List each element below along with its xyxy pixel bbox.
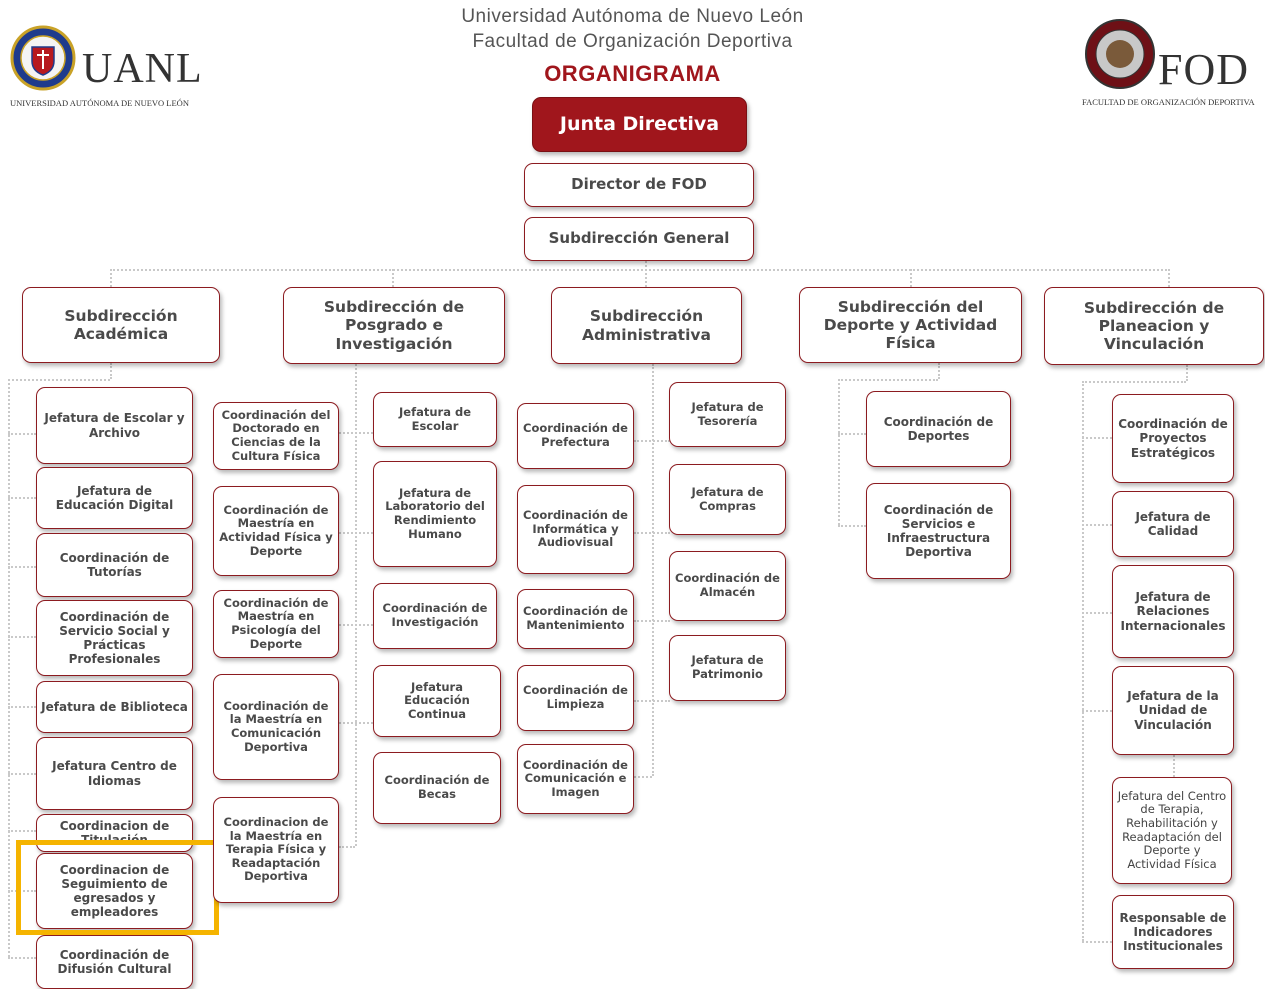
unit-box[interactable]: Jefatura de Compras [669,464,786,535]
junta-directiva-box[interactable]: Junta Directiva [532,97,747,152]
connector [339,846,355,848]
connector [1082,710,1112,712]
fod-caption: FACULTAD DE ORGANIZACIÓN DEPORTIVA [1082,97,1255,107]
connector [634,532,670,534]
seguimiento-egresados-box[interactable]: Coordinacion de Seguimiento de egresados… [36,853,193,929]
unit-box[interactable]: Jefatura de Patrimonio [669,635,786,701]
connector [645,261,647,291]
director-box[interactable]: Director de FOD [524,163,754,207]
connector [634,776,652,778]
unit-box[interactable]: Coordinación de Servicio Social y Prácti… [36,600,193,676]
connector [1082,381,1084,941]
unit-box[interactable]: Coordinación de Almacén [669,551,786,621]
connector [838,379,938,381]
connector [1082,941,1112,943]
connector [110,269,1170,271]
connector [8,890,36,892]
university-name: Universidad Autónoma de Nuevo León [461,6,804,27]
unit-box[interactable]: Responsable de Indicadores Institucional… [1112,895,1234,969]
connector [110,363,112,379]
unit-box[interactable]: Coordinacion de la Maestría en Terapia F… [213,797,339,903]
connector [339,532,373,534]
connector [8,706,36,708]
connector [634,440,670,442]
unit-box[interactable]: Jefatura de Laboratorio del Rendimiento … [373,461,497,567]
unit-box[interactable]: Jefatura de Tesorería [669,382,786,447]
connector [8,830,36,832]
uanl-caption: UNIVERSIDAD AUTÓNOMA DE NUEVO LEÓN [10,98,189,108]
unit-box[interactable]: Coordinación de Servicios e Infraestruct… [866,483,1011,579]
unit-box[interactable]: Coordinación de Limpieza [517,665,634,731]
subdireccion-administrativa-box[interactable]: Subdirección Administrativa [551,287,742,364]
subdireccion-deporte-box[interactable]: Subdirección del Deporte y Actividad Fís… [799,287,1022,363]
connector [8,636,36,638]
uanl-logo: UANL UNIVERSIDAD AUTÓNOMA DE NUEVO LEÓN [10,25,210,110]
connector [910,269,912,291]
uanl-wordmark: UANL [82,46,203,92]
connector [938,363,940,379]
unit-box[interactable]: Coordinación de Mantenimiento [517,589,634,649]
connector [8,433,36,435]
connector [339,432,373,434]
subdireccion-planeacion-box[interactable]: Subdirección de Planeacion y Vinculación [1044,287,1264,365]
connector [8,497,36,499]
page-title: ORGANIGRAMA [544,61,721,86]
unit-box[interactable]: Coordinación de Maestría en Psicología d… [213,590,339,658]
connector [1082,524,1112,526]
connector [1082,437,1112,439]
unit-box[interactable]: Coordinación de Prefectura [517,403,634,469]
connector [110,269,112,291]
unit-box[interactable]: Coordinación de la Maestría en Comunicac… [213,674,339,780]
connector [8,379,110,381]
unit-box[interactable]: Coordinacion de Titulación [36,814,193,852]
subdireccion-academica-box[interactable]: Subdirección Académica [22,287,220,363]
unit-box[interactable]: Coordinación de Informática y Audiovisua… [517,485,634,574]
connector [8,773,36,775]
unit-box[interactable]: Jefatura Educación Continua [373,665,501,737]
unit-box[interactable]: Jefatura de Escolar [373,392,497,447]
connector [8,957,36,959]
fod-wordmark: FOD [1158,45,1250,94]
unit-box[interactable]: Jefatura de Relaciones Internacionales [1112,565,1234,658]
fod-logo: FOD FACULTAD DE ORGANIZACIÓN DEPORTIVA [1080,18,1262,110]
unit-box[interactable]: Jefatura de Biblioteca [36,681,193,733]
connector [392,269,394,291]
unit-box[interactable]: Coordinación de Proyectos Estratégicos [1112,394,1234,483]
unit-box[interactable]: Jefatura de Escolar y Archivo [36,387,193,464]
connector [634,700,670,702]
unit-box[interactable]: Coordinación de Comunicación e Imagen [517,744,634,814]
connector [1082,612,1112,614]
unit-box[interactable]: Jefatura de la Unidad de Vinculación [1112,666,1234,755]
connector [838,379,840,525]
unit-box[interactable]: Coordinación de Investigación [373,583,497,649]
uanl-seal-icon [10,25,76,91]
unit-box[interactable]: Jefatura de Educación Digital [36,467,193,529]
connector [652,364,654,776]
unit-box[interactable]: Coordinación de Maestría en Actividad Fí… [213,486,339,576]
subdireccion-posgrado-box[interactable]: Subdirección de Posgrado e Investigación [283,287,505,364]
connector [1168,269,1170,291]
connector [8,566,36,568]
unit-box[interactable]: Coordinación de Deportes [866,391,1011,467]
connector [1173,755,1175,777]
subdireccion-general-box[interactable]: Subdirección General [524,217,754,261]
connector [634,620,670,622]
connector [838,525,866,527]
unit-box[interactable]: Jefatura de Calidad [1112,491,1234,557]
connector [8,379,10,957]
unit-box[interactable]: Coordinación de Tutorías [36,533,193,597]
connector [339,624,373,626]
unit-box[interactable]: Jefatura Centro de Idiomas [36,737,193,810]
connector [355,364,357,846]
unit-box[interactable]: Coordinación del Doctorado en Ciencias d… [213,402,339,470]
unit-box[interactable]: Coordinación de Becas [373,752,501,824]
fod-seal-icon [1085,19,1155,89]
unit-box[interactable]: Coordinación de Difusión Cultural [36,935,193,989]
connector [1186,365,1188,381]
connector [1082,381,1186,383]
faculty-name: Facultad de Organización Deportiva [472,31,793,52]
connector [838,433,866,435]
connector [339,722,373,724]
unit-box[interactable]: Jefatura del Centro de Terapia, Rehabili… [1112,777,1232,884]
